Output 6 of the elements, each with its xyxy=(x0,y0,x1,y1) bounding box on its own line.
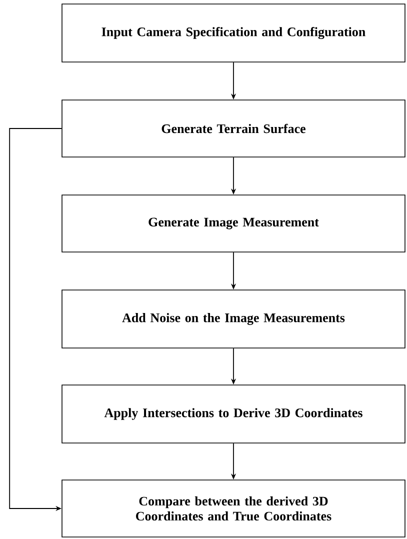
process-box: Generate Terrain Surface xyxy=(62,100,406,158)
process-box: Input Camera Specification and Configuration xyxy=(62,4,406,62)
process-box: Apply Intersections to Derive 3D Coordinates xyxy=(62,384,406,444)
process-box: Compare between the derived 3D Coordinates and True Coordinates xyxy=(62,480,406,538)
process-box: Generate Image Measurement xyxy=(62,194,406,252)
process-box: Add Noise on the Image Measurements xyxy=(62,290,406,348)
